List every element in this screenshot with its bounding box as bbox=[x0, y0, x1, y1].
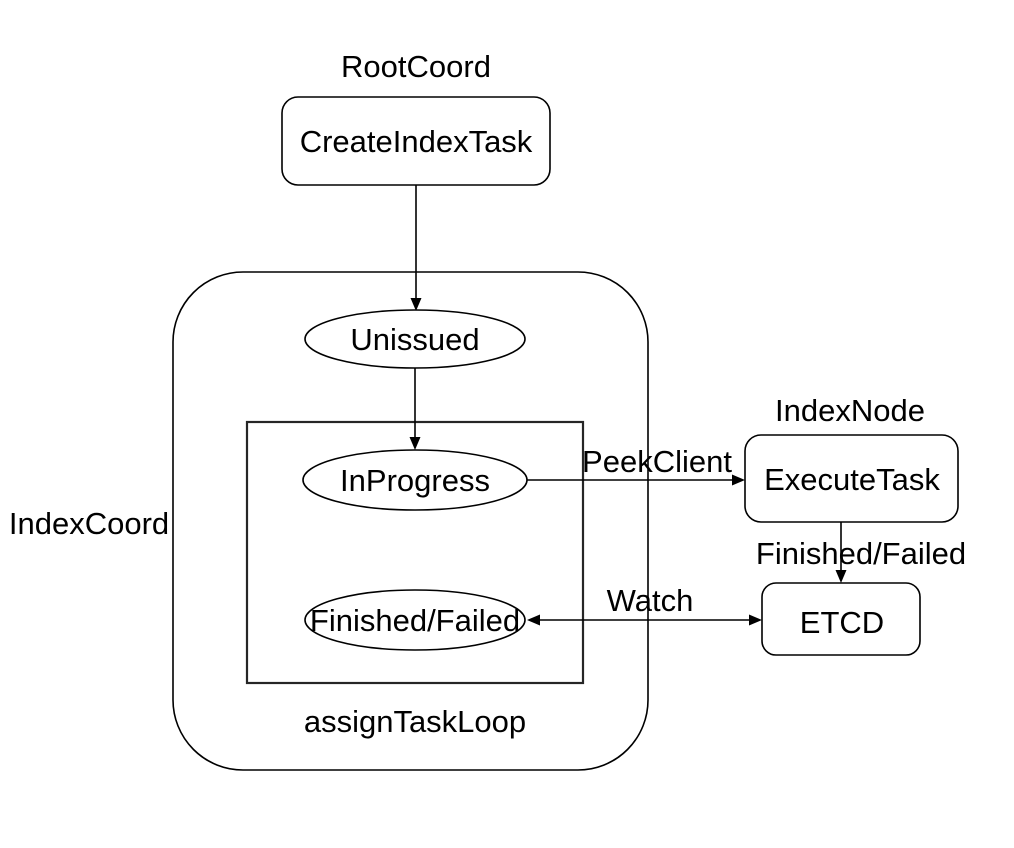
node-finished-failed: Finished/Failed bbox=[304, 589, 526, 651]
execute-task-box bbox=[744, 434, 959, 523]
assign-task-loop-group-label: assignTaskLoop bbox=[304, 704, 526, 739]
root-coord-group-label: RootCoord bbox=[341, 49, 491, 84]
arrow-down-icon bbox=[835, 570, 847, 583]
watch-edge-label: Watch bbox=[607, 583, 694, 618]
etcd-label: ETCD bbox=[800, 605, 884, 640]
execute-task-label: ExecuteTask bbox=[764, 462, 940, 497]
node-unissued: Unissued bbox=[304, 309, 526, 369]
edge-peek-client: PeekClient bbox=[527, 444, 745, 486]
etcd-box bbox=[761, 582, 921, 656]
edge-execute-to-etcd: Finished/Failed bbox=[756, 522, 966, 583]
edge-create-to-unissued bbox=[410, 185, 422, 311]
arrow-down-icon bbox=[409, 437, 421, 450]
in-progress-label: InProgress bbox=[340, 463, 490, 498]
finished-failed-ellipse bbox=[304, 589, 526, 651]
index-coord-container bbox=[172, 271, 649, 771]
peek-client-edge-label: PeekClient bbox=[582, 444, 732, 479]
arrow-left-icon bbox=[527, 614, 540, 626]
node-etcd: ETCD bbox=[761, 582, 921, 656]
execute-to-etcd-edge-label: Finished/Failed bbox=[756, 536, 966, 571]
index-coord-group-label: IndexCoord bbox=[9, 506, 169, 541]
node-execute-task: ExecuteTask bbox=[744, 434, 959, 523]
edge-watch: Watch bbox=[527, 583, 762, 626]
arrow-down-icon bbox=[410, 298, 422, 311]
edge-unissued-to-inprogress bbox=[409, 368, 421, 450]
create-index-task-label: CreateIndexTask bbox=[300, 124, 533, 159]
node-create-index-task: CreateIndexTask bbox=[281, 96, 551, 186]
unissued-label: Unissued bbox=[350, 322, 479, 357]
node-in-progress: InProgress bbox=[302, 449, 528, 511]
finished-failed-label: Finished/Failed bbox=[310, 603, 520, 638]
arrow-right-icon bbox=[749, 614, 762, 626]
index-node-group-label: IndexNode bbox=[775, 393, 925, 428]
arrow-right-icon bbox=[732, 474, 745, 486]
